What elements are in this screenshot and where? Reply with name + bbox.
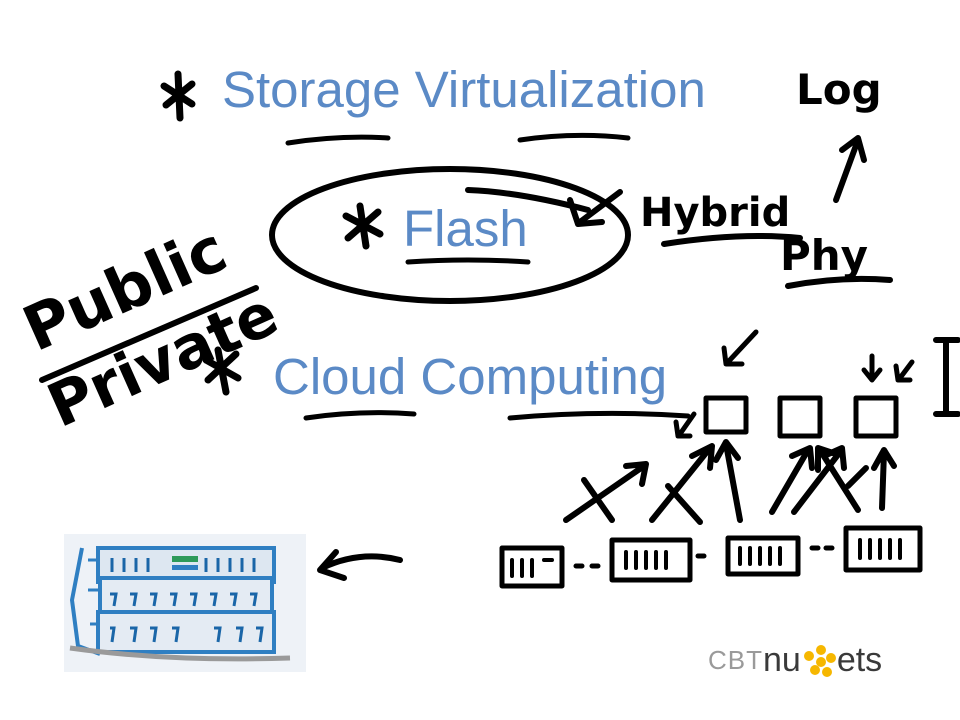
star-icon-flash — [342, 202, 384, 250]
underlines-cloud — [303, 410, 691, 421]
star-icon-private — [202, 346, 242, 396]
arrow-icon-phy-to-log — [833, 135, 867, 203]
datacenter-sketch-icon — [64, 534, 306, 672]
storage-array-icons — [499, 525, 923, 589]
heading-flash: Flash — [403, 200, 528, 257]
log-label: Log — [796, 65, 882, 114]
logo-cbt-text: CBT — [708, 644, 763, 675]
logo-nu-text: nu — [763, 640, 801, 679]
flash-ellipse — [269, 166, 631, 304]
logo-ets-text: ets — [836, 640, 883, 679]
phy-label: Phy — [780, 231, 868, 280]
bracket-icon — [933, 337, 960, 417]
heading-storage-virtualization: Storage Virtualization — [222, 61, 706, 118]
star-icon-storage — [160, 70, 196, 122]
underlines-storage — [285, 132, 631, 146]
array-to-host-arrows — [563, 439, 897, 525]
hybrid-label: Hybrid — [640, 190, 790, 236]
physical-host-icons — [703, 395, 899, 439]
heading-cloud-computing: Cloud Computing — [273, 348, 668, 405]
arrow-icon-to-datacenter — [317, 549, 403, 581]
small-arrow-icons-top — [673, 329, 915, 439]
flash-underline — [405, 257, 531, 265]
phy-underline — [785, 275, 893, 289]
nuggets-dots-icon — [802, 643, 836, 677]
arrow-icon-hybrid-to-flash — [567, 189, 623, 227]
hybrid-underline — [661, 233, 803, 247]
public-private-divider — [39, 285, 259, 383]
cbt-nuggets-logo: CBT nu ets — [708, 640, 883, 679]
